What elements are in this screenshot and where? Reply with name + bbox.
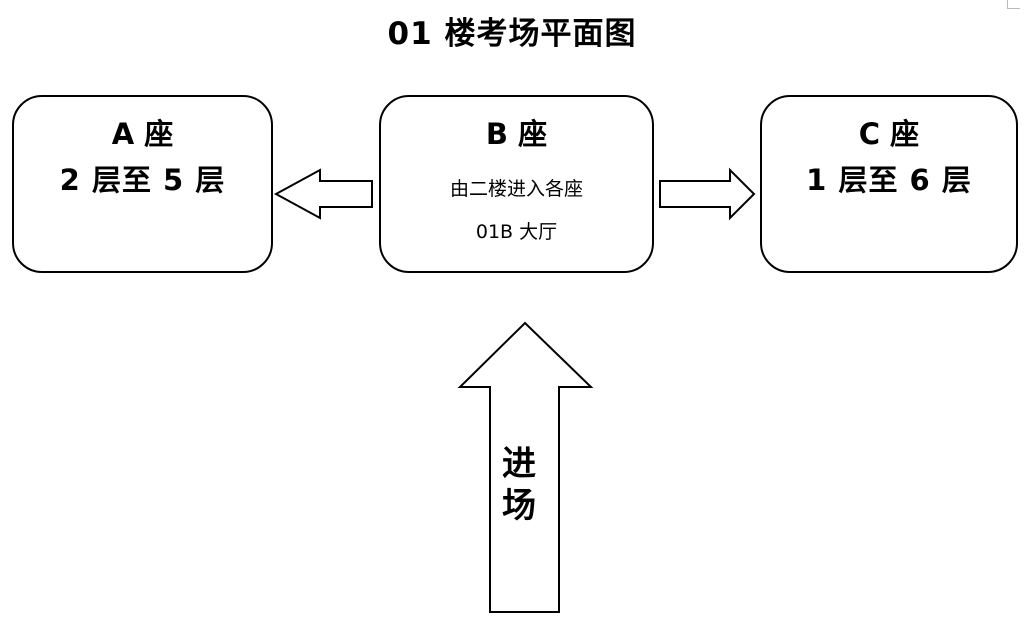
entrance-label-char-1: 进 — [502, 444, 536, 484]
diagram-title: 01 楼考场平面图 — [387, 16, 637, 52]
block-c-name: C 座 — [858, 117, 920, 151]
block-c-floors: 1 层至 6 层 — [806, 163, 972, 197]
block-a-box: A 座 2 层至 5 层 — [12, 95, 273, 273]
entrance-label-char-2: 场 — [502, 486, 536, 526]
block-a-name: A 座 — [111, 117, 174, 151]
block-c-box: C 座 1 层至 6 层 — [760, 95, 1018, 273]
arrow-left-to-a — [273, 168, 373, 220]
block-b-name: B 座 — [485, 117, 548, 151]
corner-crop-mark — [1007, 0, 1020, 9]
block-b-box: B 座 由二楼进入各座 01B 大厅 — [379, 95, 654, 273]
block-b-note-2: 01B 大厅 — [475, 221, 558, 243]
arrow-up-entrance — [457, 321, 594, 613]
block-b-note-1: 由二楼进入各座 — [449, 178, 583, 200]
arrow-right-to-c — [659, 167, 756, 221]
block-a-floors: 2 层至 5 层 — [59, 163, 226, 197]
